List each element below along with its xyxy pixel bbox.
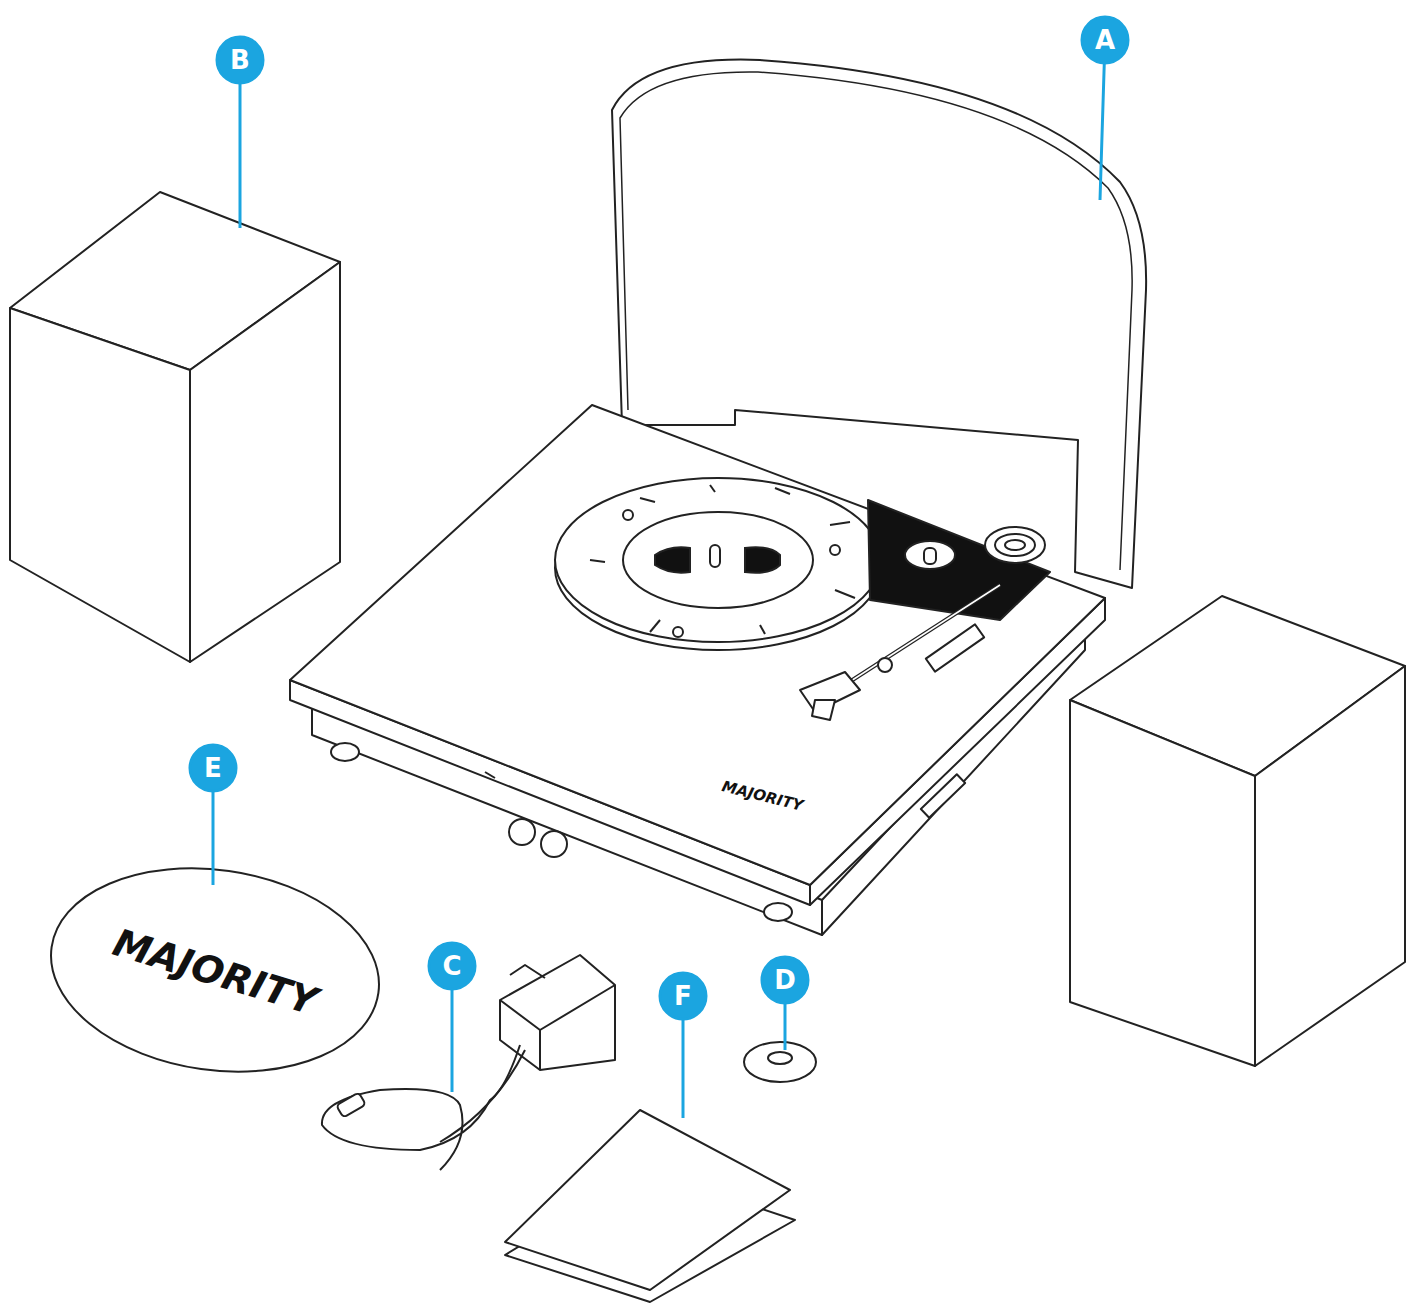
power-adapter-part xyxy=(539,1030,541,1070)
power-adapter-part xyxy=(322,1045,520,1170)
right-speaker xyxy=(1070,596,1405,1066)
callout-leaders-part xyxy=(660,973,706,1019)
platter-part xyxy=(710,545,720,567)
tonearm-part xyxy=(985,527,1045,563)
left-speaker-part xyxy=(190,262,340,662)
platter-part xyxy=(760,625,765,634)
callout-letter: C xyxy=(429,943,475,989)
tonearm-part xyxy=(926,624,984,672)
callout-leaders-part xyxy=(429,943,475,989)
turntable-base-part xyxy=(509,819,535,845)
platter-part xyxy=(623,510,633,520)
turntable-base-part xyxy=(290,405,1105,885)
callout-leaders xyxy=(190,17,1128,1118)
user-manual xyxy=(505,1110,795,1302)
platter-part xyxy=(775,488,790,494)
platter-part xyxy=(673,627,683,637)
single-adapter-part xyxy=(768,1052,792,1064)
tonearm-part xyxy=(868,500,1050,620)
right-speaker-part xyxy=(1255,666,1405,1066)
callout-letter: B xyxy=(217,37,263,83)
single-adapter xyxy=(744,1042,816,1082)
power-adapter-part xyxy=(500,985,615,1030)
power-adapter-part xyxy=(510,965,545,978)
callout-letter: D xyxy=(762,957,808,1003)
platter-part xyxy=(590,560,605,562)
single-adapter-part xyxy=(744,1042,816,1082)
tonearm-part xyxy=(995,534,1035,556)
right-speaker-part xyxy=(1070,700,1255,1066)
platter-part xyxy=(835,590,855,598)
user-manual-part xyxy=(505,1110,790,1290)
left-speaker-part xyxy=(10,308,190,662)
callout-letter: F xyxy=(660,973,706,1019)
platter-part xyxy=(555,478,881,642)
platter-part xyxy=(640,498,655,502)
turntable-base-part xyxy=(921,774,965,817)
tonearm-part xyxy=(1005,540,1025,550)
callout-letter: A xyxy=(1082,17,1128,63)
platter xyxy=(555,478,881,650)
power-adapter-part xyxy=(336,1092,366,1117)
turntable-base-part xyxy=(541,831,567,857)
platter-part xyxy=(830,522,850,525)
platter-part xyxy=(623,512,813,608)
tonearm-part xyxy=(840,585,1000,688)
tonearm xyxy=(800,500,1050,720)
platter-part xyxy=(650,620,660,632)
turntable-base-part xyxy=(485,772,495,778)
callout-leaders-part xyxy=(190,745,236,791)
platter-part xyxy=(745,547,780,572)
callout-letter: E xyxy=(190,745,236,791)
tonearm-part xyxy=(924,548,936,564)
callout-leaders-part xyxy=(762,957,808,1003)
slipmat-part xyxy=(38,848,393,1092)
power-adapter xyxy=(322,955,615,1170)
callout-leaders-part xyxy=(1082,17,1128,63)
slipmat xyxy=(38,848,393,1092)
turntable-base-part xyxy=(331,743,359,761)
tonearm-part xyxy=(878,658,892,672)
platter-part xyxy=(830,545,840,555)
tonearm-part xyxy=(905,541,955,569)
platter-part xyxy=(655,547,690,572)
callout-leaders-part xyxy=(239,60,242,228)
turntable-base-part xyxy=(764,903,792,921)
turntable-base xyxy=(290,405,1105,935)
platter-part xyxy=(710,485,715,492)
tonearm-part xyxy=(840,585,1000,688)
left-speaker xyxy=(10,192,340,662)
tonearm-part xyxy=(812,700,835,720)
callout-leaders-part xyxy=(217,37,263,83)
